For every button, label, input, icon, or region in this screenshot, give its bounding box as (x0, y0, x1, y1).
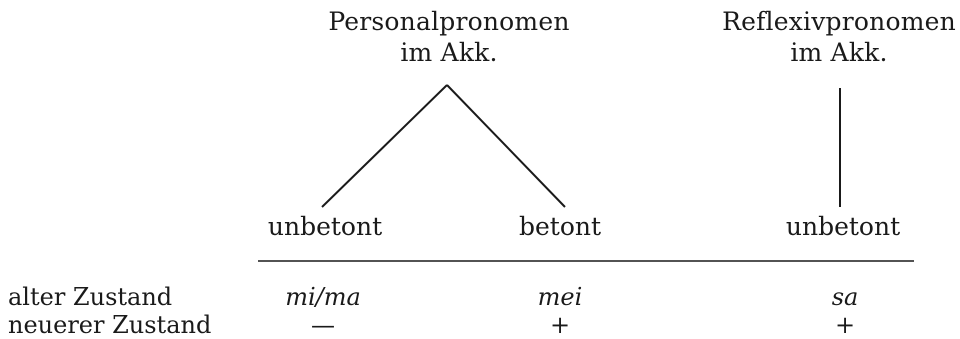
node-reflexivpronomen: Reflexivpronomen im Akk. (716, 6, 960, 68)
edge-personal-to-betont (446, 84, 566, 208)
node-personalpronomen-line2: im Akk. (400, 38, 498, 67)
row-label-neuerer-zustand: neuerer Zustand (8, 311, 212, 339)
cell-alter-reflexive-unbetont: sa (831, 283, 859, 311)
node-reflexivpronomen-line2: im Akk. (790, 38, 888, 67)
cell-alter-personal-unbetont: mi/ma (285, 283, 361, 311)
node-personalpronomen: Personalpronomen im Akk. (304, 6, 594, 68)
node-reflexivpronomen-line1: Reflexivpronomen (722, 7, 956, 36)
cell-alter-personal-betont: mei (537, 283, 583, 311)
node-personalpronomen-line1: Personalpronomen (328, 7, 570, 36)
row-label-alter-zustand: alter Zustand (8, 283, 173, 311)
cell-neuer-reflexive-unbetont: + (834, 311, 856, 339)
leaf-personal-unbetont: unbetont (267, 212, 383, 241)
cell-neuer-personal-unbetont: — (311, 311, 335, 339)
leaf-reflexive-unbetont: unbetont (785, 212, 901, 241)
cell-neuer-personal-betont: + (549, 311, 571, 339)
leaf-personal-betont: betont (518, 212, 602, 241)
edge-personal-to-unbetont (321, 84, 448, 208)
